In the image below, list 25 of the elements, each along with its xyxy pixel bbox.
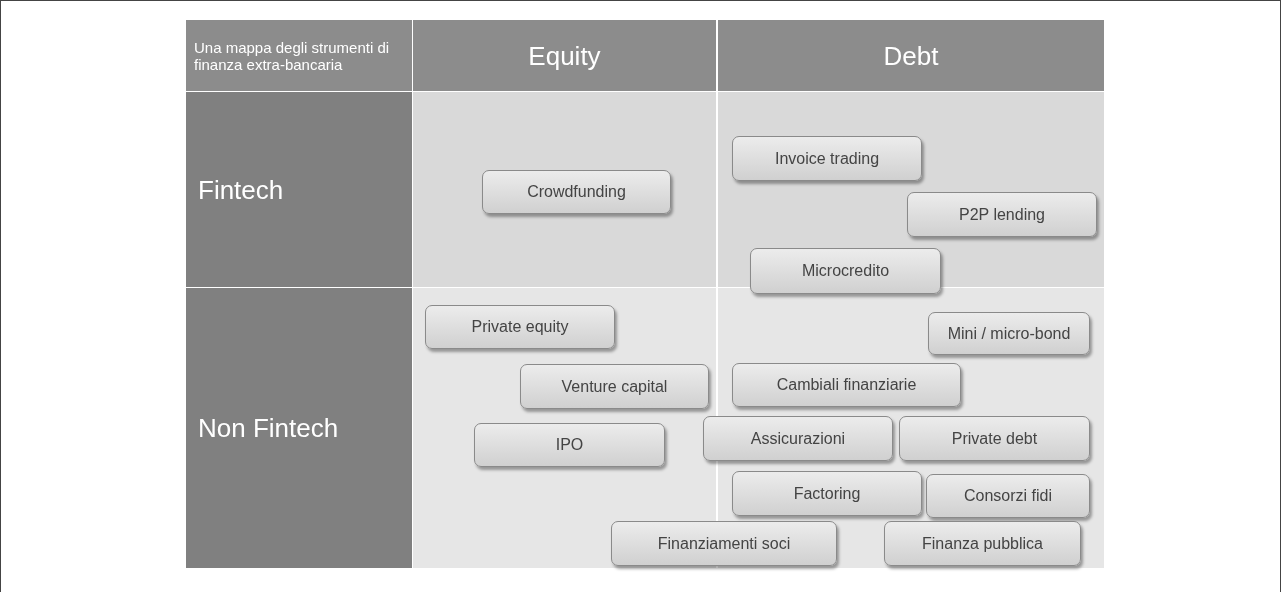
instrument-box: Factoring [732,471,922,516]
instrument-box: Invoice trading [732,136,922,181]
instrument-box: Assicurazioni [703,416,893,461]
header-cell [186,20,412,91]
header-label: Fintech [198,174,284,205]
instrument-box: Private debt [899,416,1090,461]
row-header [186,288,412,568]
instrument-box: P2P lending [907,192,1097,237]
instrument-box: Crowdfunding [482,170,671,214]
instrument-box: Venture capital [520,364,709,409]
instrument-box: Cambiali finanziarie [732,363,961,407]
instrument-box: Private equity [425,305,615,349]
instrument-box: Consorzi fidi [926,474,1090,518]
instrument-box: Microcredito [750,248,941,294]
instrument-box: Finanziamenti soci [611,521,837,566]
header-label: Equity [528,40,601,71]
row-header [186,92,412,287]
instrument-box: Finanza pubblica [884,521,1081,566]
header-label: Debt [883,40,939,71]
instrument-box: IPO [474,423,665,467]
table-title: Una mappa degli strumenti di finanza extra-bancaria [194,38,391,73]
instrument-box: Mini / micro-bond [928,312,1090,355]
column-header [718,20,1104,91]
header-label: Non Fintech [198,413,339,443]
column-header [413,20,716,91]
